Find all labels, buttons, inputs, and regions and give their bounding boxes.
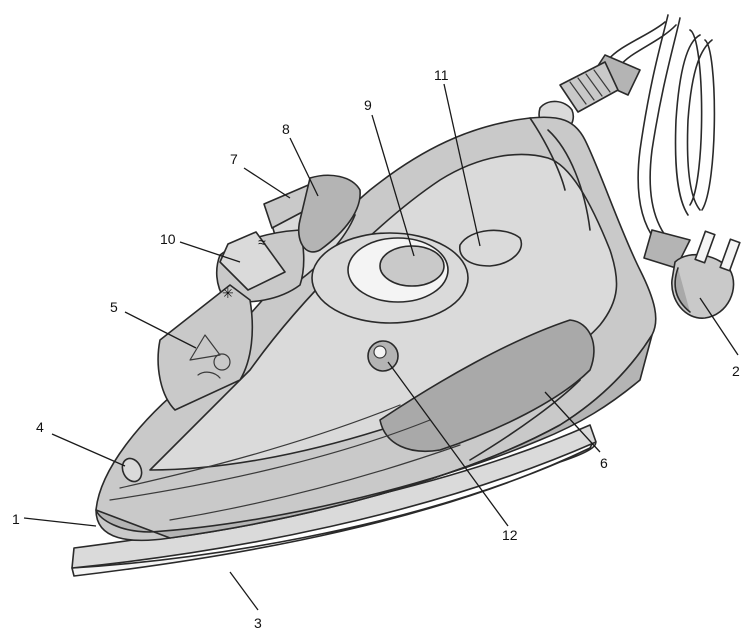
callout-11: 11: [434, 67, 449, 83]
leader-4: [51, 433, 126, 467]
steam-button-window: [459, 229, 523, 267]
body-contours: [109, 404, 461, 521]
callout-9: 9: [364, 97, 372, 113]
callout-5: 5: [110, 299, 118, 315]
callout-3: 3: [254, 615, 262, 631]
callout-6: 6: [600, 455, 608, 471]
leader-9: [371, 114, 415, 257]
callout-2: 2: [732, 363, 740, 379]
callout-10: 10: [160, 231, 176, 247]
callout-1: 1: [12, 511, 20, 527]
control-buttons: ≈: [219, 174, 361, 291]
water-fill-cover: ✳: [157, 284, 254, 411]
power-plug: [643, 229, 741, 319]
callout-8: 8: [282, 121, 290, 137]
callout-7: 7: [230, 151, 238, 167]
leader-12: [387, 361, 509, 527]
leader-11: [443, 83, 481, 247]
leader-2: [699, 297, 739, 356]
dry-glyph: ✳: [222, 285, 234, 301]
leader-10: [179, 241, 241, 263]
leader-8: [289, 137, 319, 197]
water-tank: [379, 319, 595, 461]
leader-lines: [23, 83, 739, 611]
selector-knob: [367, 340, 399, 372]
leader-3: [229, 571, 259, 611]
leader-6: [544, 391, 601, 453]
leader-1: [23, 517, 97, 527]
leader-5: [124, 311, 197, 349]
power-cord: [607, 14, 716, 241]
callout-4: 4: [36, 419, 44, 435]
callout-labels: 1 2 3 4 5 6 7 8 9 10 11 12: [12, 67, 740, 631]
callout-12: 12: [502, 527, 518, 543]
temperature-dial: [311, 232, 469, 324]
leader-7: [243, 167, 291, 199]
spray-nozzle: [121, 457, 143, 483]
spray-glyph: ≈: [258, 234, 266, 250]
